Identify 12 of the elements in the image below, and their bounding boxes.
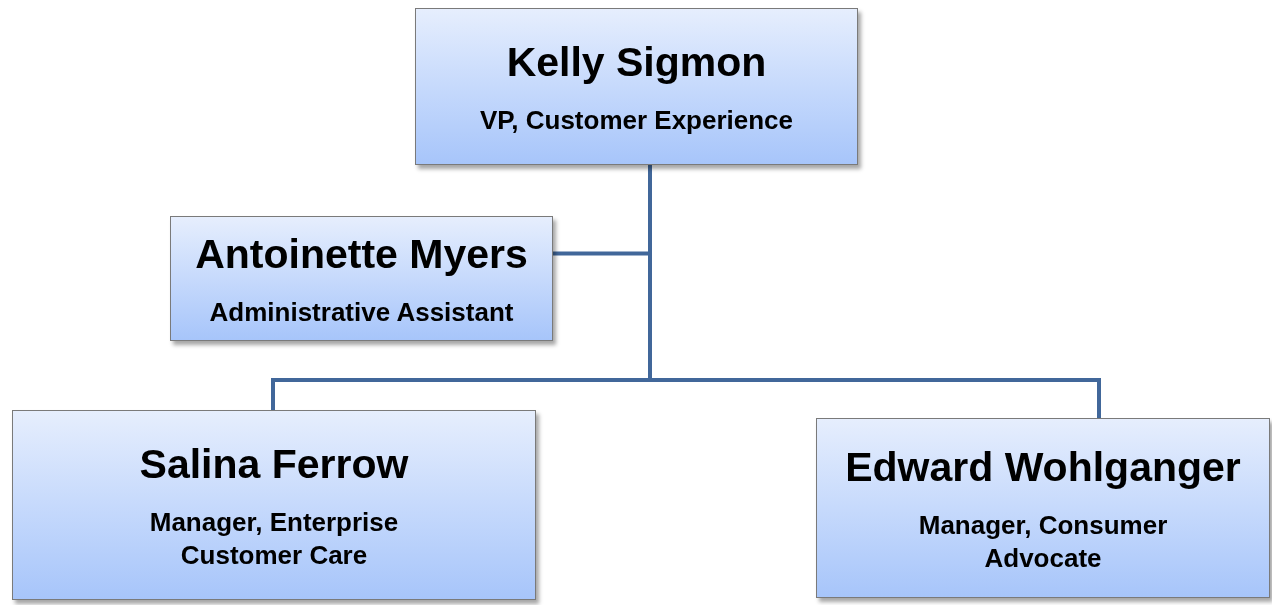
org-box bbox=[816, 418, 1270, 598]
job-title: Manager, Enterprise Customer Care bbox=[148, 506, 400, 572]
job-title: VP, Customer Experience bbox=[479, 103, 794, 137]
org-box bbox=[170, 216, 553, 341]
person-name: Edward Wohlganger bbox=[845, 442, 1241, 492]
person-name: Kelly Sigmon bbox=[506, 37, 767, 87]
person-name: Salina Ferrow bbox=[139, 439, 409, 489]
org-box bbox=[415, 8, 858, 165]
org-box bbox=[12, 410, 536, 600]
person-name: Antoinette Myers bbox=[195, 229, 528, 279]
job-title: Administrative Assistant bbox=[209, 295, 514, 329]
job-title: Manager, Consumer Advocate bbox=[917, 509, 1169, 575]
